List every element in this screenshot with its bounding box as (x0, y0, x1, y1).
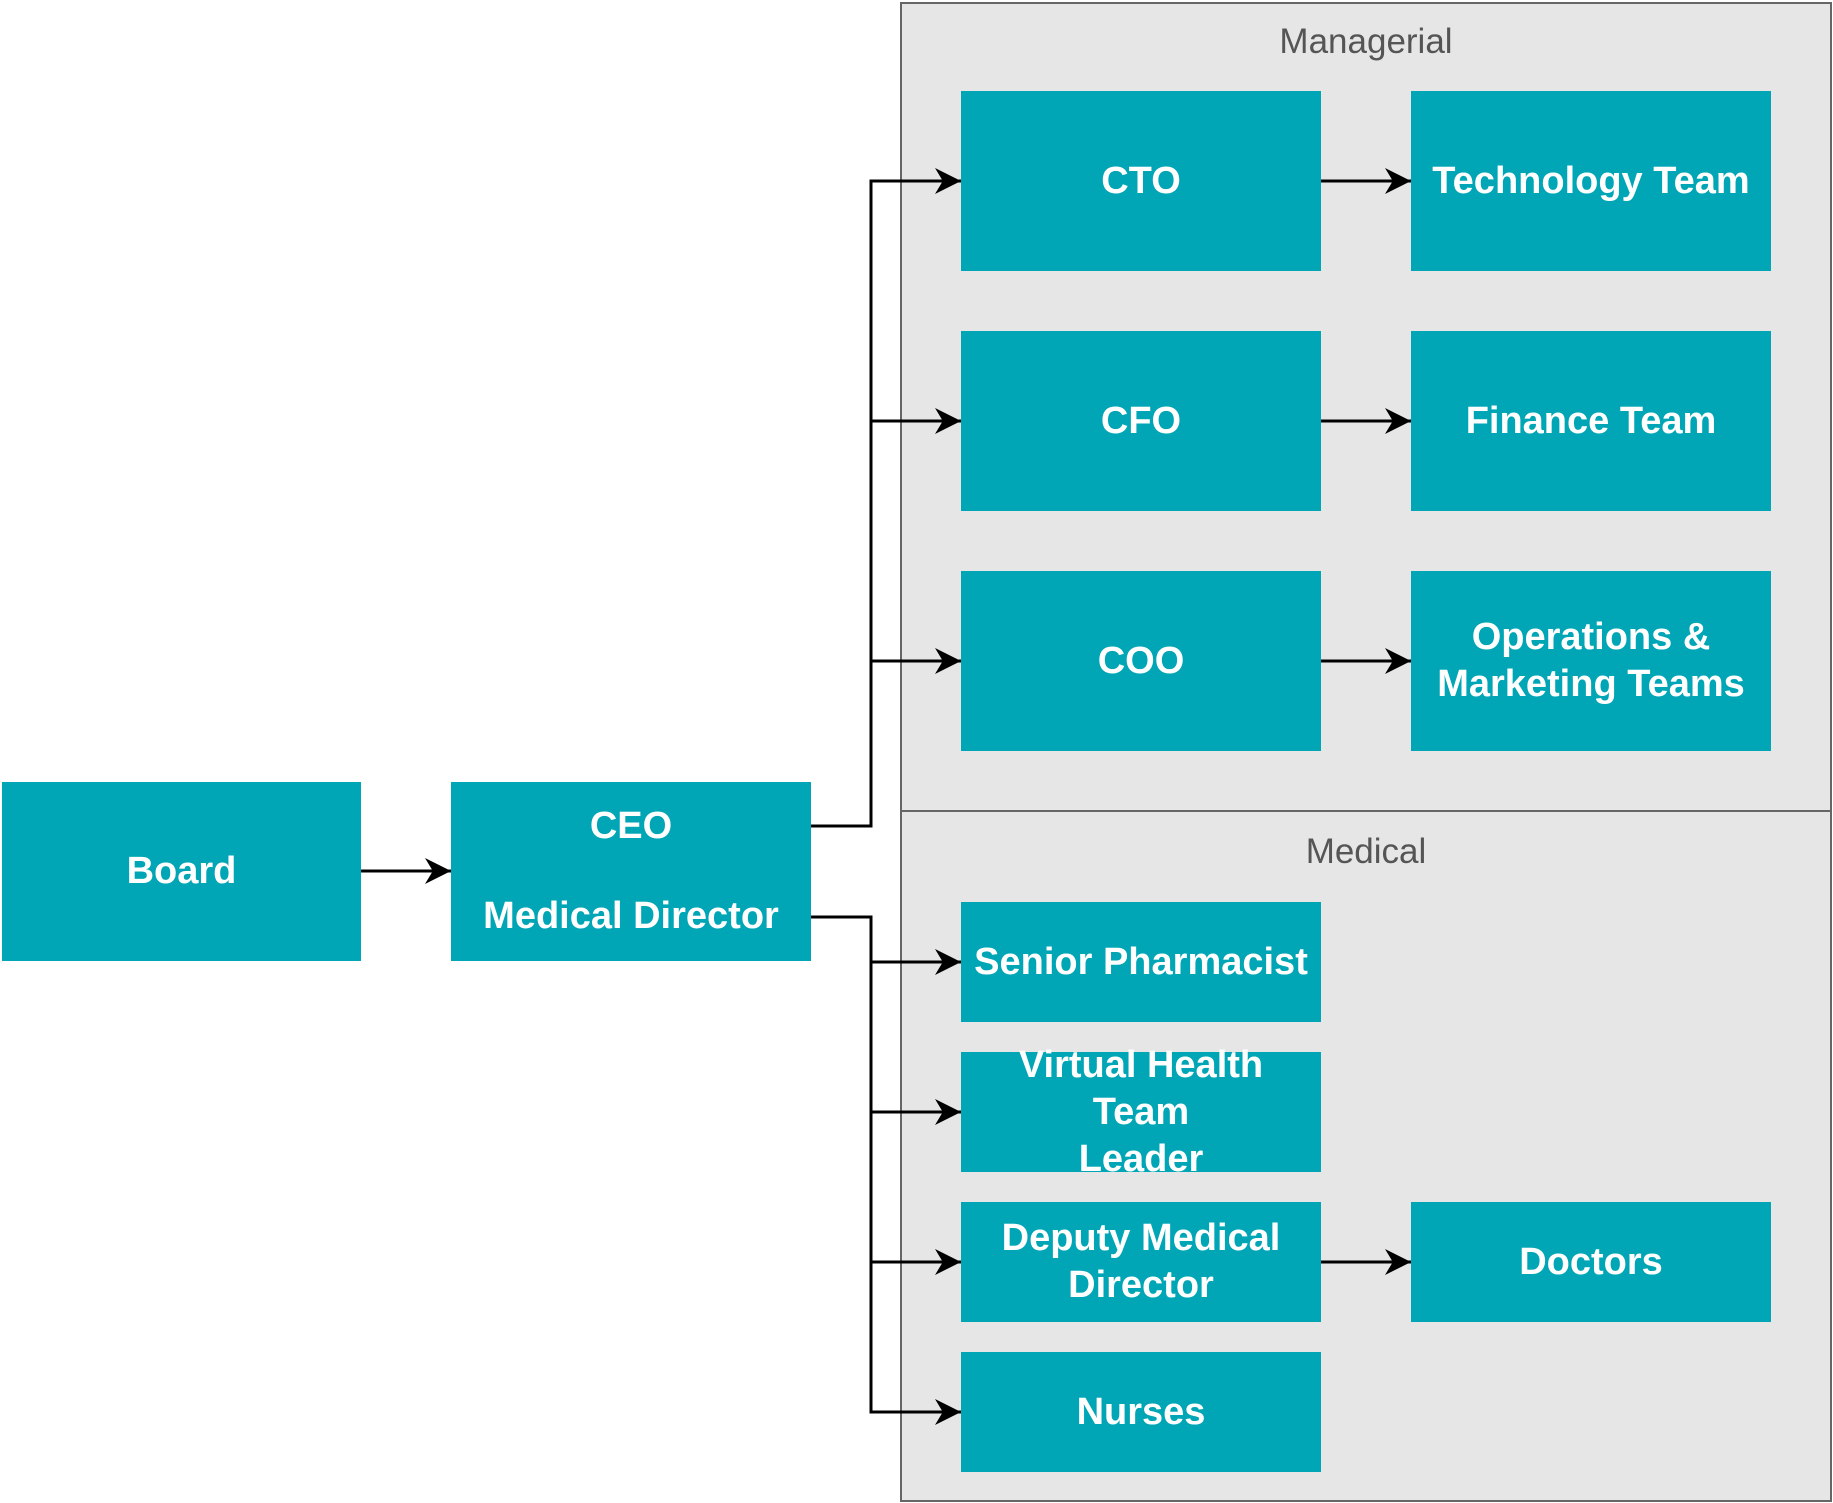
node-medical-director[interactable]: Medical Director (483, 894, 779, 937)
group-label-medical: Medical (1305, 832, 1427, 871)
node-deputy-medical-director[interactable]: Deputy Medical Director (961, 1202, 1321, 1322)
node-technology-team[interactable]: Technology Team (1411, 91, 1771, 271)
node-doctors[interactable]: Doctors (1411, 1202, 1771, 1322)
node-nurses[interactable]: Nurses (961, 1352, 1321, 1472)
edge-medical-director-to-virtual-health (869, 962, 961, 1125)
edge-medical-director-to-deputy-medical-director (869, 1112, 961, 1275)
node-operations-marketing[interactable]: Operations & Marketing Teams (1411, 571, 1771, 751)
node-board[interactable]: Board (2, 782, 361, 961)
group-label-managerial: Managerial (1279, 22, 1453, 61)
node-coo[interactable]: COO (961, 571, 1321, 751)
edge-medical-director-to-senior-pharmacist (811, 915, 961, 975)
edge-ceo-to-cto (811, 168, 961, 828)
node-ceo[interactable]: CEO (589, 805, 673, 848)
node-senior-pharmacist[interactable]: Senior Pharmacist (961, 902, 1321, 1022)
node-cto[interactable]: CTO (961, 91, 1321, 271)
node-virtual-health-team-leader[interactable]: Virtual Health Team Leader (961, 1044, 1321, 1180)
node-ceo-medical-director[interactable]: CEO Medical Director (451, 782, 811, 961)
edge-medical-director-to-nurses (869, 1262, 961, 1425)
node-cfo[interactable]: CFO (961, 331, 1321, 511)
node-finance-team[interactable]: Finance Team (1411, 331, 1771, 511)
